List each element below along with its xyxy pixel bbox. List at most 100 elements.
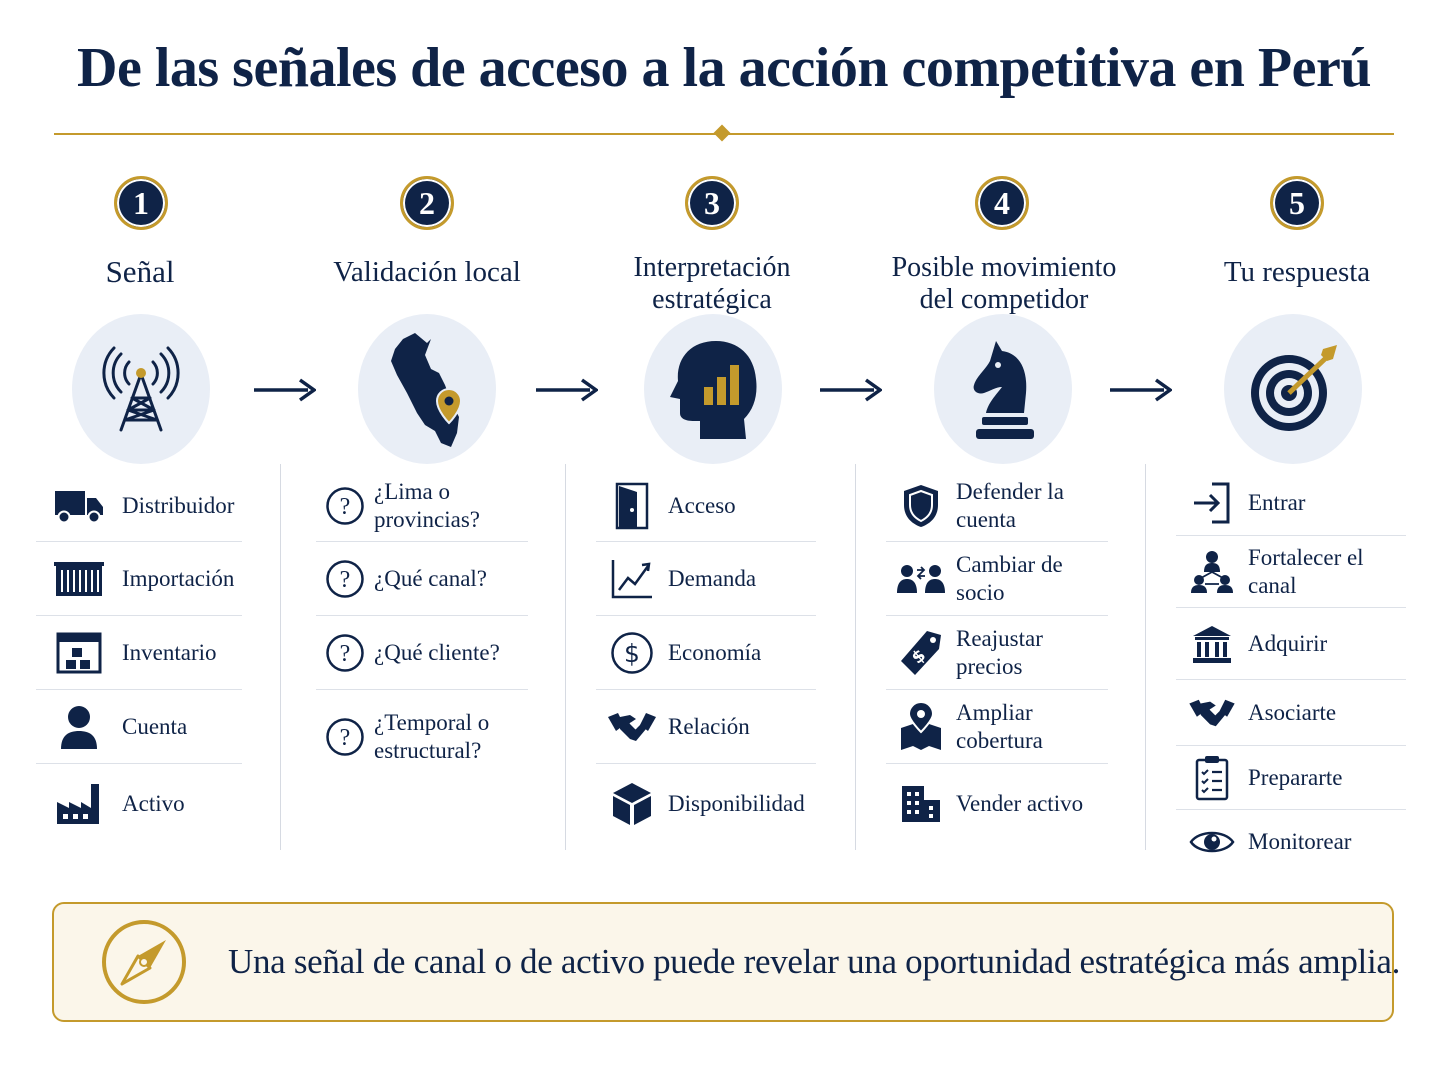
list-item: Cambiar de socio: [886, 542, 1108, 616]
list-item: Disponibilidad: [596, 764, 816, 844]
list-item: Adquirir: [1176, 608, 1406, 680]
column-separator: [280, 464, 281, 850]
list-item-label: Fortalecer el canal: [1248, 544, 1364, 598]
list-item: ? ¿Qué canal?: [316, 542, 528, 616]
step-3-title-line2: estratégica: [652, 284, 772, 315]
list-item: Monitorear: [1176, 810, 1406, 874]
bank-icon: [1193, 625, 1231, 663]
step-5-icon-circle: [1224, 314, 1362, 464]
insight-message: Una señal de canal o de activo puede rev…: [228, 942, 1401, 981]
handshake-icon: [1189, 699, 1235, 726]
step-2-list: ? ¿Lima o provincias? ? ¿Qué canal? ? ¿Q…: [316, 470, 528, 784]
list-item: Vender activo: [886, 764, 1108, 844]
column-separator: [565, 464, 566, 850]
step-3-list: Acceso Demanda $ Economía Relación Dispo…: [596, 470, 816, 844]
svg-text:$: $: [624, 639, 640, 668]
box-icon: [613, 783, 651, 825]
handshake-icon: [608, 712, 656, 741]
list-item-label: Monitorear: [1248, 829, 1352, 854]
dollar-icon: $: [611, 631, 653, 674]
arrow-2-3: [536, 378, 598, 402]
list-item: Fortalecer el canal: [1176, 536, 1406, 608]
step-4-title-line2: del competidor: [919, 284, 1089, 315]
arrow-1-2: [254, 378, 316, 402]
person-icon: [61, 705, 97, 749]
list-item: Activo: [36, 764, 242, 844]
step-2-icon-circle: [358, 314, 496, 464]
column-separator: [1145, 464, 1146, 850]
list-item-label: Importación: [122, 565, 235, 591]
list-item-label: Distribuidor: [122, 492, 235, 518]
list-item: Relación: [596, 690, 816, 764]
list-item: ? ¿Temporal o estructural?: [316, 690, 528, 784]
peru-map-pin-icon: [391, 333, 463, 447]
svg-text:?: ?: [340, 725, 351, 751]
price-tag-icon: $: [901, 630, 941, 675]
step-3-icon-circle: [644, 314, 782, 464]
list-item: $ Economía: [596, 616, 816, 690]
list-item: ? ¿Qué cliente?: [316, 616, 528, 690]
step-3-title: Interpretación estratégica: [562, 252, 862, 316]
list-item: Defender la cuenta: [886, 470, 1108, 542]
list-item-label: Disponibilidad: [668, 791, 805, 816]
list-item-label: Vender activo: [956, 791, 1084, 816]
list-item-label: Cuenta: [122, 713, 188, 739]
list-item-label: Asociarte: [1248, 699, 1337, 725]
list-item-label: Reajustar precios: [956, 625, 1043, 679]
list-item: Asociarte: [1176, 680, 1406, 746]
eye-icon: [1189, 831, 1235, 853]
door-icon: [615, 482, 649, 529]
chess-knight-icon: [973, 341, 1034, 439]
list-item-label: Relación: [668, 713, 750, 739]
list-item: Cuenta: [36, 690, 242, 764]
question-icon: ?: [326, 718, 364, 756]
people-swap-icon: [897, 564, 945, 593]
arrow-4-5: [1110, 378, 1172, 402]
list-item-label: Entrar: [1248, 489, 1306, 515]
divider-diamond: [713, 124, 731, 142]
list-item: Ampliar cobertura: [886, 690, 1108, 764]
list-item: Entrar: [1176, 470, 1406, 536]
arrow-3-4: [820, 378, 882, 402]
map-pin-icon: [901, 701, 941, 750]
list-item-label: Inventario: [122, 639, 217, 665]
question-icon: ?: [326, 486, 364, 525]
compass-icon: [100, 918, 188, 1010]
list-item: Distribuidor: [36, 470, 242, 542]
target-icon: [1251, 345, 1337, 431]
step-5-title: Tu respuesta: [1223, 256, 1371, 288]
svg-text:?: ?: [340, 641, 351, 667]
list-item: Demanda: [596, 542, 816, 616]
step-1-list: Distribuidor Importación Inventario Cuen…: [36, 470, 242, 844]
warehouse-icon: [56, 632, 102, 673]
list-item: Prepararte: [1176, 746, 1406, 810]
list-item-label: Ampliar cobertura: [956, 699, 1043, 753]
step-4-badge: 4: [975, 176, 1029, 230]
step-4-title-line1: Posible movimiento: [891, 252, 1117, 283]
step-4-icon-circle: [934, 314, 1072, 464]
list-item-label: Economía: [668, 639, 762, 665]
trend-chart-icon: [611, 559, 652, 598]
list-item-label: Activo: [122, 791, 185, 816]
list-item-label: ¿Qué canal?: [374, 565, 488, 591]
insight-banner: Una señal de canal o de activo puede rev…: [52, 902, 1400, 1022]
svg-text:?: ?: [340, 567, 351, 593]
list-item: Inventario: [36, 616, 242, 690]
list-item-label: ¿Qué cliente?: [374, 639, 500, 665]
list-item: Acceso: [596, 470, 816, 542]
list-item-label: Defender la cuenta: [956, 478, 1064, 532]
question-icon: ?: [326, 559, 364, 598]
step-5-list: Entrar Fortalecer el canal Adquirir Asoc…: [1176, 470, 1406, 874]
list-item-label: Acceso: [668, 492, 736, 518]
list-item-label: ¿Temporal o estructural?: [374, 710, 490, 763]
list-item: ? ¿Lima o provincias?: [316, 470, 528, 542]
factory-icon: [57, 784, 99, 824]
enter-icon: [1194, 482, 1230, 523]
network-icon: [1191, 550, 1233, 593]
step-3-title-line1: Interpretación: [633, 252, 791, 283]
step-2-badge: 2: [400, 176, 454, 230]
step-1-badge: 1: [114, 176, 168, 230]
clipboard-icon: [1195, 755, 1229, 800]
head-chart-icon: [670, 341, 757, 439]
list-item-label: Adquirir: [1248, 630, 1328, 656]
